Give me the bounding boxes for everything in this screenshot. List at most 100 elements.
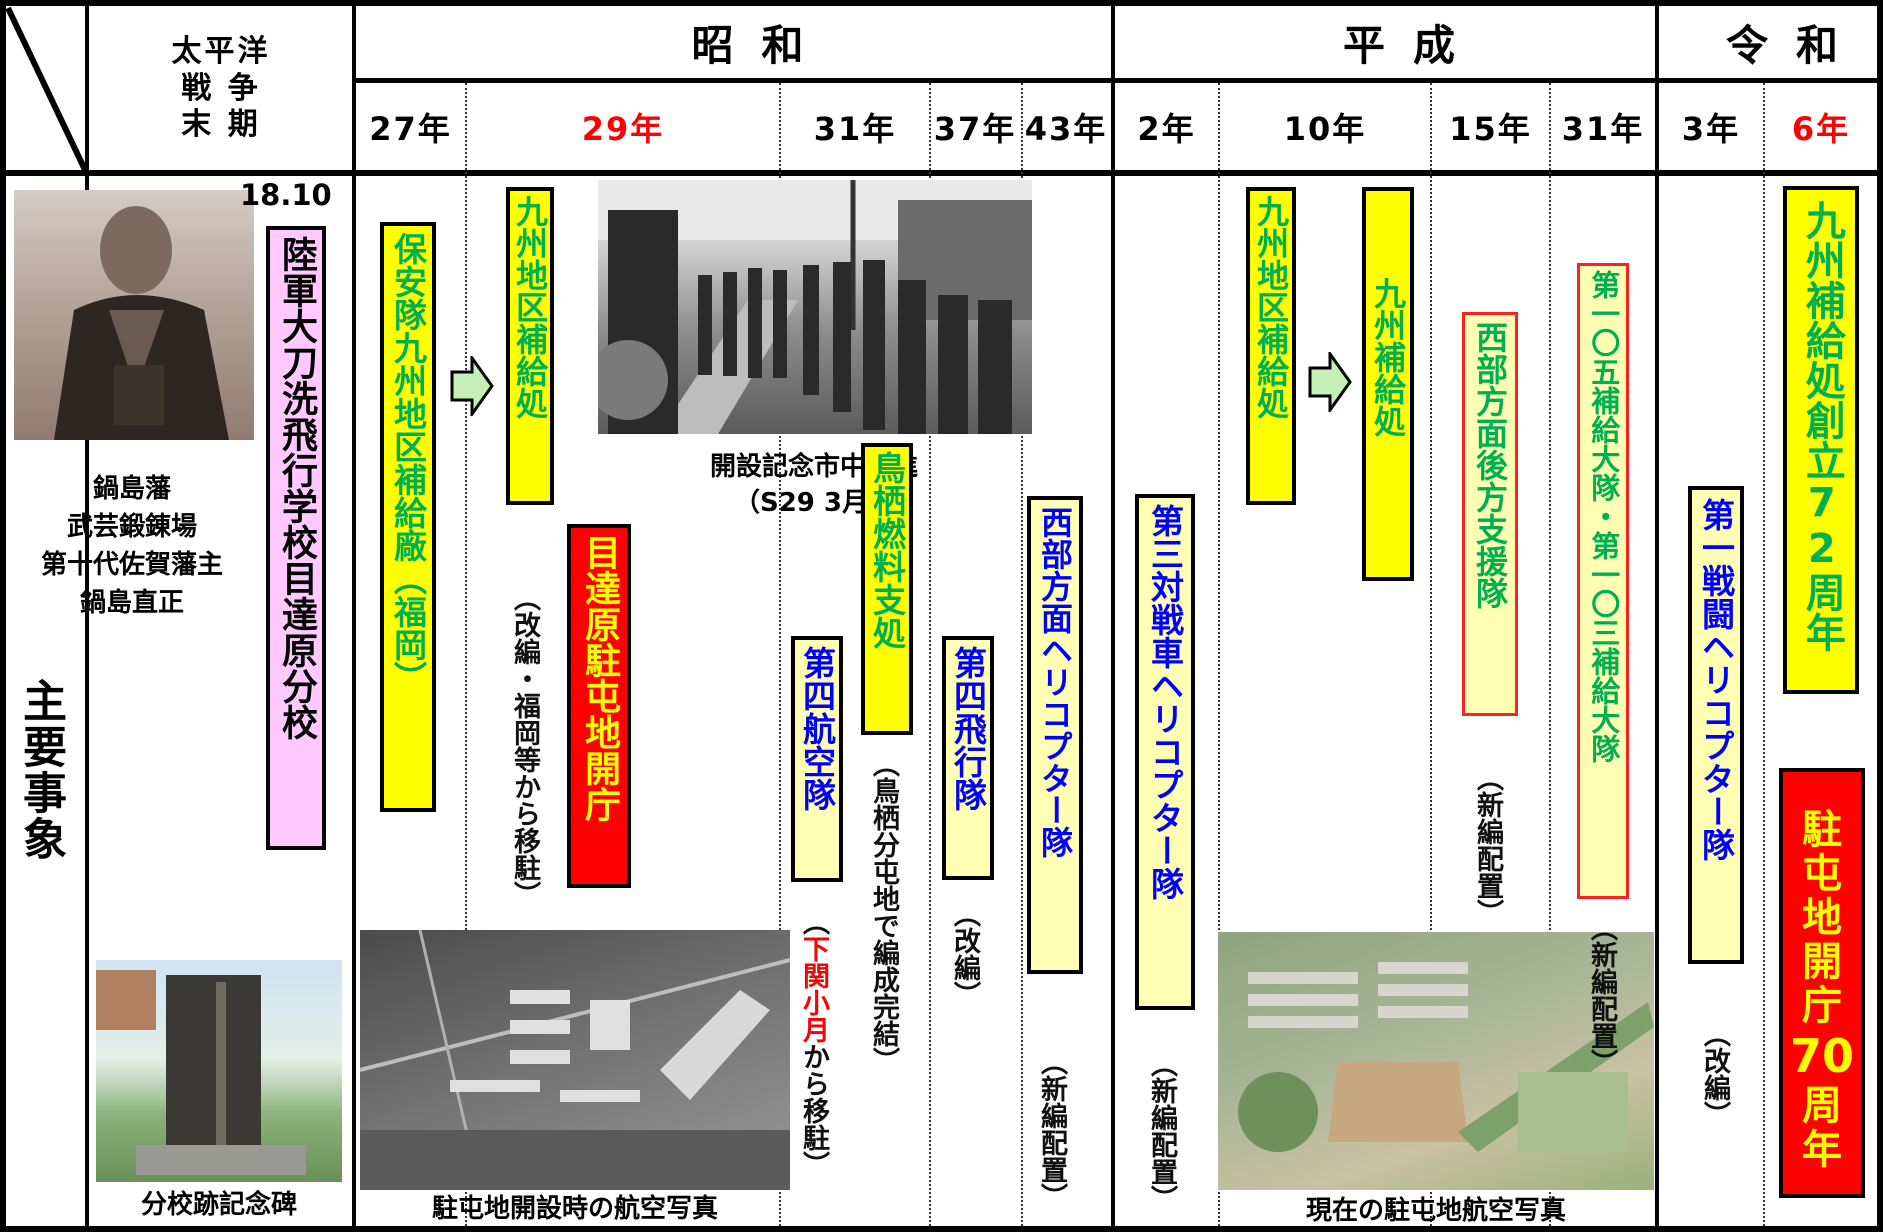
monument-caption: 分校跡記念碑 bbox=[140, 1190, 297, 1220]
dot-divider bbox=[929, 83, 931, 1226]
event-text: 鳥栖燃料支処 bbox=[867, 451, 907, 649]
frame-left bbox=[0, 0, 6, 1232]
year-r3: 3年 bbox=[1681, 109, 1741, 148]
event-text: 第四飛行隊 bbox=[948, 646, 988, 811]
year-h2: 2年 bbox=[1137, 109, 1196, 148]
event-text: 陸軍大刀洗飛行学校目達原分校 bbox=[276, 236, 317, 740]
event-text: 九州地区補給処 bbox=[1252, 195, 1290, 419]
note-s29-depot: （改編・福岡等から移駐） bbox=[509, 584, 540, 908]
corner-diagonal bbox=[6, 6, 86, 172]
event-char: 周 bbox=[1802, 1083, 1842, 1129]
parade-photo bbox=[598, 180, 1032, 434]
note-s37: （改編） bbox=[949, 900, 980, 1008]
caption-line: 鍋島藩 bbox=[92, 474, 171, 504]
event-text: 九州補給処創立72周年 bbox=[1798, 200, 1845, 652]
event-text: 目達原駐屯地開庁 bbox=[579, 534, 620, 822]
note-s31-fuel: （鳥栖分屯地で編成完結） bbox=[868, 750, 899, 1074]
era-showa: 昭和 bbox=[691, 20, 832, 70]
era-reiwa: 令和 bbox=[1725, 20, 1866, 70]
header-line: 戦 争 bbox=[181, 70, 261, 106]
event-box-flight-school: 陸軍大刀洗飛行学校目達原分校 bbox=[266, 226, 326, 850]
event-date: 18.10 bbox=[240, 178, 332, 212]
event-text: 第一戦闘ヘリコプター隊 bbox=[1696, 498, 1736, 861]
year-s27: 27年 bbox=[369, 109, 452, 148]
event-char: 屯 bbox=[1802, 851, 1842, 897]
col-divider-2 bbox=[352, 0, 356, 1232]
year-h10: 10年 bbox=[1283, 109, 1367, 148]
aerial-current-caption: 現在の駐屯地航空写真 bbox=[1305, 1196, 1566, 1226]
event-text: 西部方面ヘリコプター隊 bbox=[1036, 506, 1074, 858]
dot-divider bbox=[1763, 83, 1765, 1226]
event-box-s29-opening: 目達原駐屯地開庁 bbox=[567, 524, 631, 888]
dot-divider bbox=[465, 83, 467, 1226]
parade-caption-2: （S29 3月） bbox=[733, 488, 895, 518]
event-box-h31: 第一〇五補給大隊・第一〇三補給大隊 bbox=[1577, 263, 1629, 899]
note-part: （ bbox=[798, 908, 829, 935]
event-char: 庁 bbox=[1802, 983, 1842, 1029]
event-char: 地 bbox=[1802, 895, 1842, 941]
event-char: 駐 bbox=[1802, 807, 1842, 853]
event-char: 開 bbox=[1802, 939, 1842, 985]
era-divider bbox=[355, 78, 1883, 83]
event-box-s31-aviation: 第四航空隊 bbox=[791, 636, 843, 882]
frame-right bbox=[1877, 0, 1883, 1232]
event-text: 第一〇五補給大隊・第一〇三補給大隊 bbox=[1586, 270, 1621, 763]
aerial-old-caption: 駐屯地開設時の航空写真 bbox=[431, 1194, 718, 1224]
dot-divider bbox=[1218, 83, 1220, 1226]
monument-illustration bbox=[96, 970, 306, 1175]
header-line: 太平洋 bbox=[171, 34, 271, 70]
event-text: 西部方面後方支援隊 bbox=[1471, 321, 1509, 609]
event-box-s31-fuel: 鳥栖燃料支処 bbox=[861, 443, 913, 735]
note-h31: （新編配置） bbox=[1586, 914, 1617, 1076]
header-bottom bbox=[0, 170, 1883, 176]
event-text: 保安隊九州地区補給廠（福岡） bbox=[388, 232, 428, 694]
event-text: 第三対戦車ヘリコプター隊 bbox=[1145, 504, 1185, 900]
event-box-h2: 第三対戦車ヘリコプター隊 bbox=[1135, 494, 1195, 1010]
note-h15: （新編配置） bbox=[1472, 764, 1503, 926]
header-line: 末 期 bbox=[181, 107, 261, 143]
monument-photo bbox=[96, 960, 342, 1182]
event-box-r3: 第一戦闘ヘリコプター隊 bbox=[1688, 486, 1744, 964]
note-r3: （改編） bbox=[1699, 1020, 1730, 1128]
year-s43: 43年 bbox=[1024, 109, 1108, 148]
year-s31: 31年 bbox=[813, 109, 897, 148]
col-divider-heisei-reiwa bbox=[1655, 0, 1659, 1232]
note-part-red: 下関小月 bbox=[798, 935, 829, 1043]
caption-line: 鍋島直正 bbox=[79, 588, 184, 618]
dot-divider bbox=[1021, 83, 1023, 1226]
note-h2: （新編配置） bbox=[1146, 1050, 1177, 1212]
caption-line: 第十代佐賀藩主 bbox=[40, 550, 223, 580]
portrait-illustration bbox=[54, 206, 229, 440]
event-box-s37: 第四飛行隊 bbox=[942, 636, 994, 880]
event-char: 年 bbox=[1802, 1127, 1842, 1173]
portrait-photo bbox=[14, 190, 254, 440]
era-heisei: 平成 bbox=[1342, 20, 1483, 70]
event-box-h10-regional: 九州補給処 bbox=[1362, 187, 1414, 581]
dot-divider bbox=[1549, 83, 1551, 1226]
col-divider-1 bbox=[85, 0, 89, 1232]
event-box-r6-anniversary: 九州補給処創立72周年 bbox=[1783, 186, 1859, 694]
event-number: 70 bbox=[1789, 1029, 1854, 1083]
year-h31: 31年 bbox=[1561, 109, 1645, 148]
parade-illustration bbox=[598, 180, 1032, 434]
aerial-photo-old bbox=[360, 930, 790, 1190]
note-s31-aviation: （下関小月から移駐） bbox=[798, 908, 829, 1178]
right-arrow-icon bbox=[450, 356, 494, 416]
aerial-current-illustration bbox=[1238, 962, 1654, 1152]
event-box-h15: 西部方面後方支援隊 bbox=[1462, 312, 1518, 716]
year-s29: 29年 bbox=[581, 109, 665, 148]
col-divider-showa-heisei bbox=[1111, 0, 1115, 1232]
event-box-r6-opening: 駐 屯 地 開 庁 70 周 年 bbox=[1779, 768, 1865, 1198]
caption-line: 武芸鍛錬場 bbox=[66, 512, 197, 542]
event-box-s27: 保安隊九州地区補給廠（福岡） bbox=[380, 222, 436, 812]
dot-divider bbox=[1430, 83, 1432, 1226]
event-box-s29-depot: 九州地区補給処 bbox=[506, 187, 554, 505]
year-r6: 6年 bbox=[1791, 109, 1851, 148]
event-box-s43: 西部方面ヘリコプター隊 bbox=[1027, 496, 1083, 974]
event-text: 九州地区補給処 bbox=[511, 195, 549, 419]
year-h15: 15年 bbox=[1449, 109, 1532, 148]
war-period-label: 太平洋 戦 争 末 期 bbox=[92, 10, 350, 168]
aerial-old-illustration bbox=[360, 930, 790, 1190]
parade-caption-1: 開設記念市中行進 bbox=[709, 452, 918, 482]
event-text: 第四航空隊 bbox=[797, 646, 837, 811]
